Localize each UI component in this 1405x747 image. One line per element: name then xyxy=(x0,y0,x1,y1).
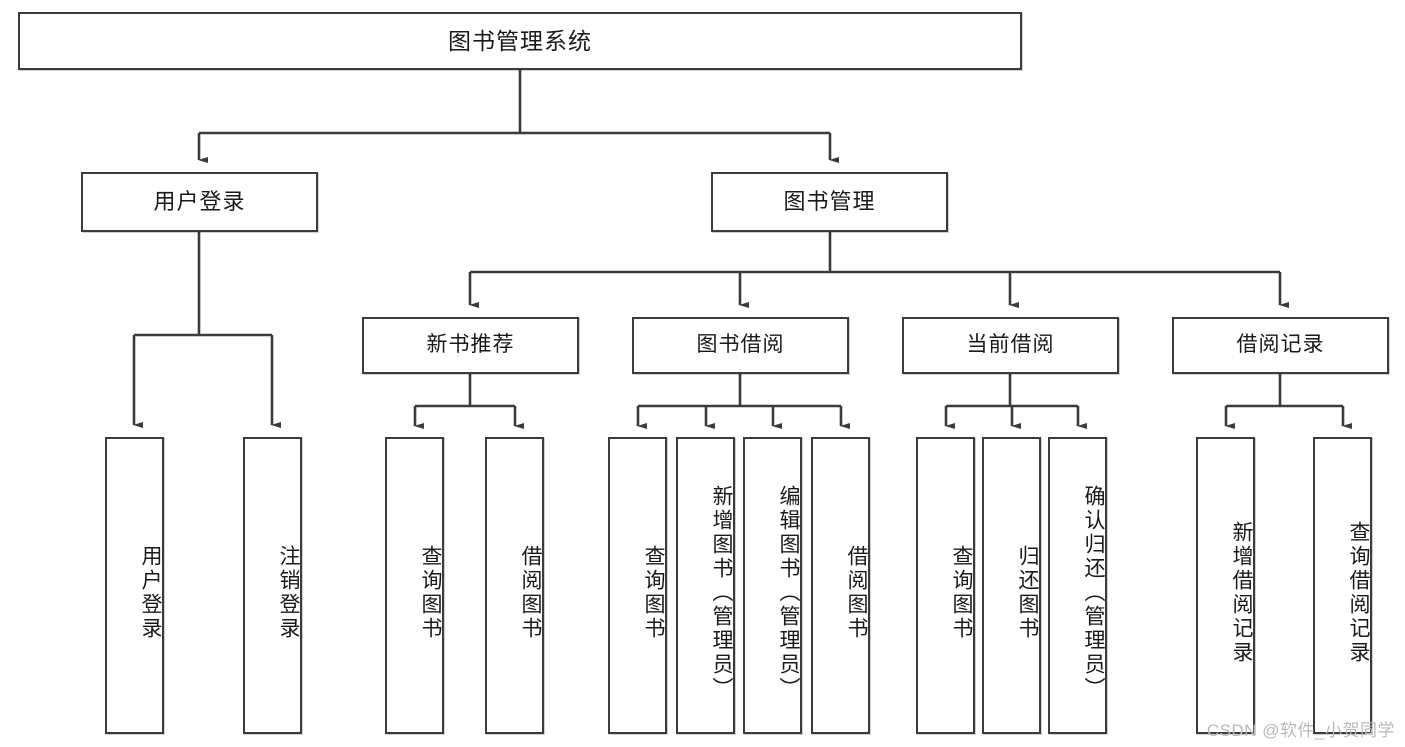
node-leaf-query-record-label: 查询借阅记录 xyxy=(1347,520,1370,665)
node-current-borrow-label: 当前借阅 xyxy=(966,333,1055,357)
node-leaf-edit-book-label: 编辑图书（管理员） xyxy=(777,484,800,701)
node-leaf-add-record[interactable]: 新增借阅记录 xyxy=(1196,437,1255,734)
node-user-login[interactable]: 用户登录 xyxy=(81,172,318,232)
node-leaf-user-login-label: 用户登录 xyxy=(139,544,162,641)
node-leaf-borrow-book-1-label: 借阅图书 xyxy=(519,544,542,641)
node-leaf-add-record-label: 新增借阅记录 xyxy=(1230,520,1253,665)
node-new-book-rec[interactable]: 新书推荐 xyxy=(362,317,579,374)
node-leaf-logout-label: 注销登录 xyxy=(277,544,300,641)
node-leaf-add-book-label: 新增图书（管理员） xyxy=(710,484,733,701)
node-borrow-record[interactable]: 借阅记录 xyxy=(1172,317,1389,374)
node-leaf-query-book-2[interactable]: 查询图书 xyxy=(608,437,667,734)
node-leaf-edit-book[interactable]: 编辑图书（管理员） xyxy=(743,437,802,734)
node-leaf-logout[interactable]: 注销登录 xyxy=(243,437,302,734)
node-leaf-query-book-2-label: 查询图书 xyxy=(642,544,665,641)
node-new-book-rec-label: 新书推荐 xyxy=(426,333,515,357)
node-leaf-user-login[interactable]: 用户登录 xyxy=(105,437,164,734)
node-root-label: 图书管理系统 xyxy=(448,27,592,54)
node-leaf-query-book-1-label: 查询图书 xyxy=(419,544,442,641)
node-book-manage-label: 图书管理 xyxy=(783,189,876,215)
node-leaf-add-book[interactable]: 新增图书（管理员） xyxy=(676,437,735,734)
node-book-manage[interactable]: 图书管理 xyxy=(711,172,948,232)
node-leaf-borrow-book-2[interactable]: 借阅图书 xyxy=(811,437,870,734)
node-book-borrow[interactable]: 图书借阅 xyxy=(632,317,849,374)
node-user-login-label: 用户登录 xyxy=(153,189,246,215)
node-leaf-confirm-return[interactable]: 确认归还（管理员） xyxy=(1048,437,1107,734)
node-book-borrow-label: 图书借阅 xyxy=(696,333,785,357)
node-current-borrow[interactable]: 当前借阅 xyxy=(902,317,1119,374)
node-root[interactable]: 图书管理系统 xyxy=(18,12,1022,70)
node-leaf-query-record[interactable]: 查询借阅记录 xyxy=(1313,437,1372,734)
node-leaf-return-book-label: 归还图书 xyxy=(1016,544,1039,641)
node-leaf-return-book[interactable]: 归还图书 xyxy=(982,437,1041,734)
node-leaf-borrow-book-1[interactable]: 借阅图书 xyxy=(485,437,544,734)
node-leaf-confirm-return-label: 确认归还（管理员） xyxy=(1082,484,1105,701)
watermark: CSDN @软件_小贺同学 xyxy=(1206,721,1395,740)
node-leaf-query-book-1[interactable]: 查询图书 xyxy=(385,437,444,734)
node-leaf-query-book-3[interactable]: 查询图书 xyxy=(916,437,975,734)
node-borrow-record-label: 借阅记录 xyxy=(1236,333,1325,357)
node-leaf-borrow-book-2-label: 借阅图书 xyxy=(845,544,868,641)
node-leaf-query-book-3-label: 查询图书 xyxy=(950,544,973,641)
